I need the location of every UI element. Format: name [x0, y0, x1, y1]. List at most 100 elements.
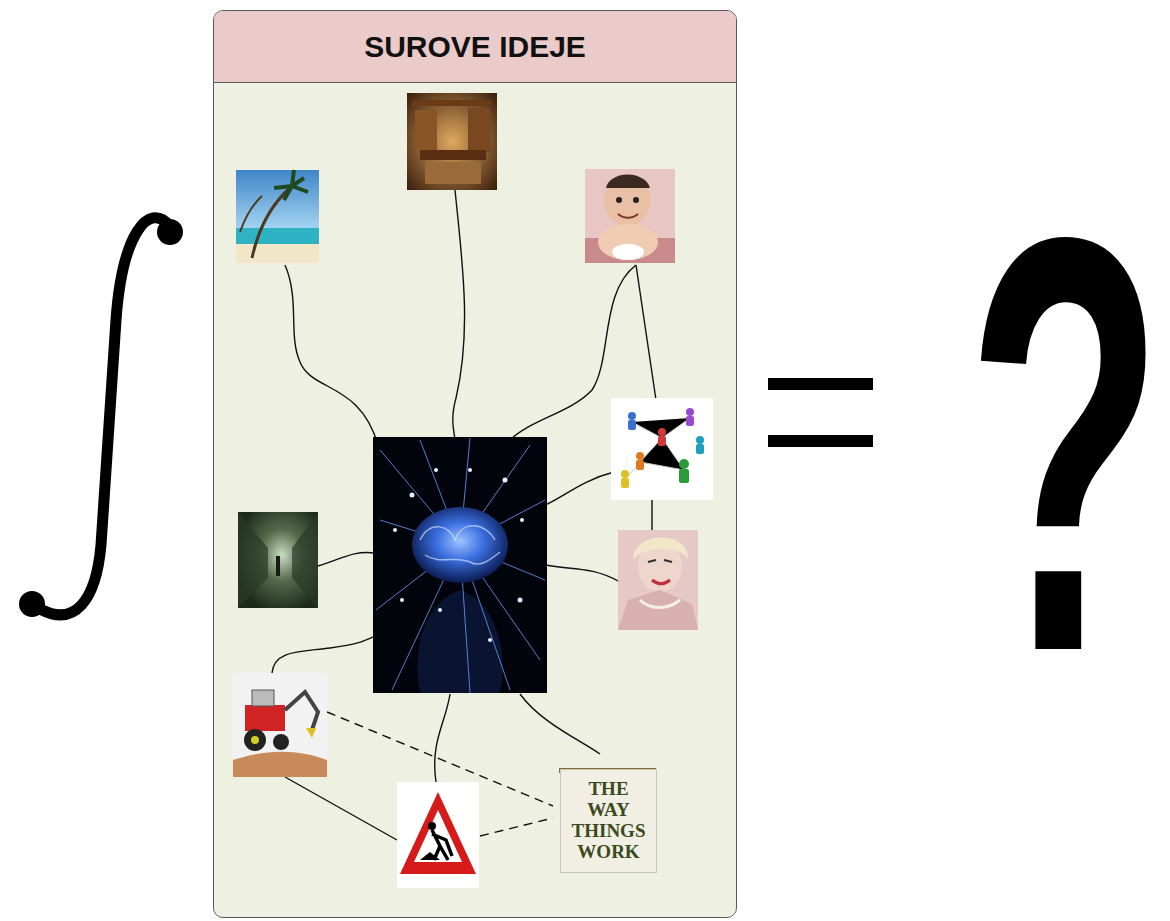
portrait-photo-part — [640, 600, 680, 608]
brain-image-part — [434, 468, 438, 472]
integral-symbol-part — [19, 591, 45, 617]
portrait-photo — [618, 530, 698, 630]
portrait-photo-part — [618, 590, 698, 630]
brain-image-part — [438, 608, 442, 612]
corridor-photo-part — [276, 556, 280, 576]
brain-image-part — [412, 507, 508, 583]
portrait-photo-part — [618, 530, 698, 630]
tile-decoration — [559, 768, 656, 872]
idea-wires-part — [285, 265, 378, 445]
brain-image-part — [373, 437, 547, 693]
idea-wires-part — [520, 694, 600, 754]
baby-photo-part — [606, 175, 650, 189]
baby-photo-part — [612, 244, 644, 260]
corridor-photo — [238, 512, 318, 608]
baby-photo-part — [598, 224, 658, 260]
corridor-photo-part — [238, 512, 268, 608]
tractor-photo — [233, 673, 327, 777]
brain-image-part — [468, 468, 472, 472]
beach-photo-part — [236, 228, 319, 244]
network-photo-part — [636, 452, 644, 460]
brain-image-part — [376, 438, 545, 693]
room-photo — [407, 93, 497, 190]
roadwork-sign-part — [400, 792, 476, 874]
network-photo-part — [621, 478, 629, 488]
tractor-photo-part — [251, 736, 259, 744]
idea-wires-part — [546, 565, 620, 582]
network-photo-part — [686, 416, 694, 426]
dashed-links-part — [480, 818, 553, 836]
brain-image-part — [488, 638, 492, 642]
tractor-photo-part — [245, 705, 285, 731]
brain-image-part — [520, 518, 524, 522]
roadwork-sign — [397, 782, 479, 888]
portrait-photo-part — [648, 560, 672, 562]
integral-symbol-part — [42, 218, 170, 615]
room-photo-part — [412, 100, 492, 106]
room-photo-part — [415, 110, 437, 150]
idea-panel: SUROVE IDEJE THE WAY THINGS WORK — [213, 10, 737, 918]
beach-photo — [236, 170, 319, 263]
roadwork-sign-part — [432, 830, 452, 860]
baby-photo-part — [633, 197, 639, 203]
room-photo-part — [425, 162, 481, 184]
network-photo-part — [611, 398, 713, 500]
integral-symbol — [19, 218, 183, 617]
portrait-photo-part — [634, 537, 688, 560]
brain-image-part — [376, 438, 545, 693]
brain-image-part — [518, 598, 523, 603]
room-photo-part — [468, 108, 490, 152]
network-photo-part — [696, 436, 704, 444]
baby-photo-part — [585, 169, 675, 263]
question-mark: ? — [966, 150, 1164, 740]
brain-image-part — [420, 526, 500, 564]
beach-photo-part — [236, 170, 319, 263]
panel-ground — [214, 11, 736, 917]
tractor-photo-part — [252, 690, 274, 706]
brain-image — [373, 437, 547, 693]
panel-title: SUROVE IDEJE — [214, 11, 736, 83]
brain-image-part — [393, 528, 397, 532]
idea-wires-part — [453, 190, 465, 440]
network-photo-part — [621, 470, 629, 478]
roadwork-sign-part — [428, 822, 436, 830]
tractor-photo-part — [306, 728, 316, 738]
tractor-photo-part — [285, 692, 318, 730]
corridor-photo-part — [292, 512, 318, 608]
equals-symbol-part — [768, 435, 873, 447]
network-photo-part — [696, 444, 704, 454]
tractor-photo-part — [233, 673, 327, 777]
tractor-photo-part — [244, 729, 266, 751]
network-photo-part — [679, 469, 689, 483]
tractor-photo-part — [273, 734, 289, 750]
baby-photo-part — [618, 214, 638, 218]
brain-image-part — [393, 468, 524, 642]
baby-photo-part — [604, 174, 650, 226]
tile-text-wrap: THE WAY THINGS WORK — [565, 779, 652, 863]
tractor-photo-part — [233, 752, 327, 777]
roadwork-sign-part — [420, 852, 440, 860]
baby-photo — [585, 169, 675, 263]
integral-symbol-part — [157, 219, 183, 245]
network-photo-part — [628, 420, 636, 430]
baby-photo-part — [616, 197, 622, 203]
idea-wires-part — [435, 694, 450, 782]
network-photo-part — [621, 408, 704, 488]
network-photo — [611, 398, 713, 500]
roadwork-sign-part — [414, 810, 462, 862]
portrait-photo-part — [652, 580, 670, 584]
network-photo-part — [686, 408, 694, 416]
room-photo-part — [407, 93, 497, 190]
corridor-photo-part — [238, 512, 318, 608]
room-photo-part — [420, 150, 486, 160]
beach-photo-part — [240, 196, 262, 232]
roadwork-sign-part — [397, 782, 479, 888]
idea-wires-part — [651, 500, 652, 531]
network-photo-part — [679, 459, 689, 469]
equals-symbol — [768, 378, 873, 447]
idea-wires-part — [285, 777, 397, 840]
network-photo-part — [636, 460, 644, 470]
equals-symbol-part — [768, 378, 873, 390]
tile-text: THE WAY THINGS WORK — [565, 779, 652, 863]
